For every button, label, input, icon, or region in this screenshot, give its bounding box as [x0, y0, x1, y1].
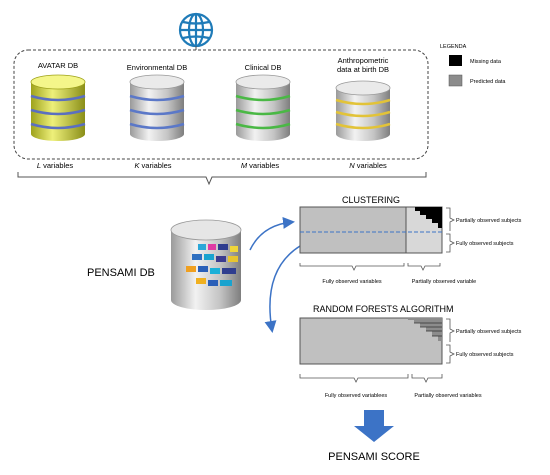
random-forests-brace-bottom	[299, 374, 443, 383]
down-arrow-icon	[354, 410, 394, 442]
clinical-db-cylinder	[235, 74, 291, 141]
legend-predicted-label: Predicted data	[470, 79, 506, 85]
legend-predicted-swatch	[448, 74, 463, 87]
arrow-to-random-forests	[264, 245, 301, 333]
clustering-fully-subjects: Fully observed subjects	[456, 241, 514, 247]
legend-title: LEGENDA	[440, 44, 467, 50]
random-forests-brace-right	[446, 318, 455, 342]
random-forests-fully-subjects: Fully observed subjects	[456, 352, 514, 358]
variables-brace	[17, 172, 427, 186]
anthropometric-db-variables: N variables	[349, 161, 387, 170]
clinical-db-label: Clinical DB	[245, 63, 282, 72]
database-group-box	[13, 49, 429, 160]
clustering-partially-variable: Partially observed variable	[412, 279, 477, 285]
environmental-db-variables: K variables	[134, 161, 171, 170]
clustering-matrix	[299, 206, 443, 254]
random-forests-brace-right-lower	[446, 344, 455, 364]
globe-icon	[178, 12, 214, 48]
legend-missing-label: Missing data	[470, 59, 502, 65]
environmental-db-label: Environmental DB	[127, 63, 187, 72]
random-forests-fully-variables: Fully observed variablees	[325, 393, 388, 399]
pensami-score-label: PENSAMI SCORE	[328, 451, 420, 463]
pensami-db-cylinder	[170, 219, 242, 310]
clustering-partially-subjects: Partially observed subjects	[456, 218, 522, 224]
avatar-db-label: AVATAR DB	[38, 61, 78, 70]
environmental-db-cylinder	[129, 74, 185, 141]
clustering-brace-right-lower	[446, 233, 455, 253]
random-forests-partially-variables: Partially observed variables	[414, 393, 482, 399]
random-forests-partially-subjects: Partially observed subjects	[456, 329, 522, 335]
arrow-to-clustering	[249, 216, 295, 251]
clustering-title: CLUSTERING	[342, 195, 400, 205]
anthropometric-db-cylinder	[335, 80, 391, 141]
anthropometric-db-label-line1: Anthropometric	[338, 56, 389, 65]
clustering-brace-right	[446, 207, 455, 231]
clustering-fully-variables: Fully observed variables	[322, 279, 382, 285]
random-forests-matrix	[299, 317, 443, 365]
legend-missing-swatch	[449, 55, 462, 66]
avatar-db-cylinder	[30, 74, 86, 141]
clustering-brace-bottom	[299, 263, 441, 271]
avatar-db-variables: L variables	[37, 161, 74, 170]
anthropometric-db-label-line2: data at birth DB	[337, 65, 389, 74]
random-forests-title: RANDOM FORESTS ALGORITHM	[313, 304, 454, 314]
clinical-db-variables: M variables	[241, 161, 280, 170]
pensami-db-label: PENSAMI DB	[87, 267, 155, 279]
